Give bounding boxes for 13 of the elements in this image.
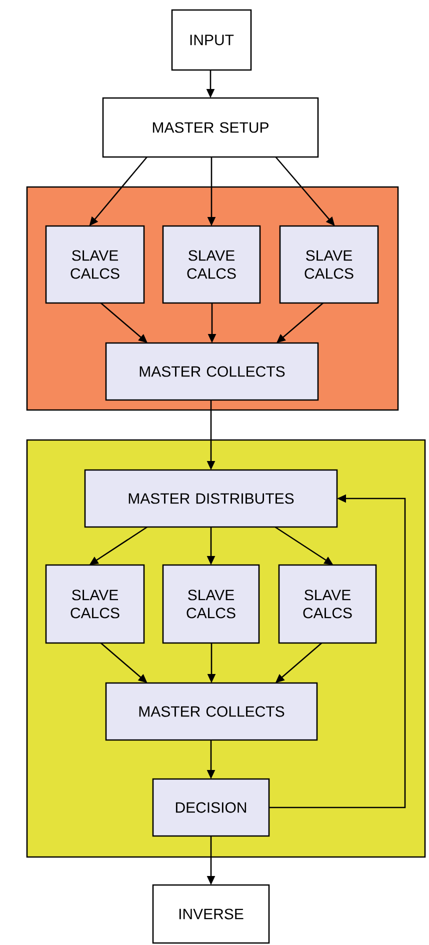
process-box: MASTER COLLECTS (105, 682, 318, 741)
process-box: MASTER DISTRIBUTES (84, 469, 338, 528)
process-box: INVERSE (152, 884, 270, 944)
process-box: SLAVE CALCS (162, 225, 261, 304)
process-box: MASTER COLLECTS (105, 342, 319, 401)
process-box: SLAVE CALCS (278, 564, 377, 644)
process-box: SLAVE CALCS (162, 564, 260, 644)
process-box: SLAVE CALCS (45, 225, 145, 304)
process-box: MASTER SETUP (102, 97, 319, 158)
process-box: DECISION (152, 778, 270, 837)
process-box: INPUT (171, 9, 252, 71)
process-box: SLAVE CALCS (279, 225, 379, 304)
process-box: SLAVE CALCS (45, 564, 145, 644)
